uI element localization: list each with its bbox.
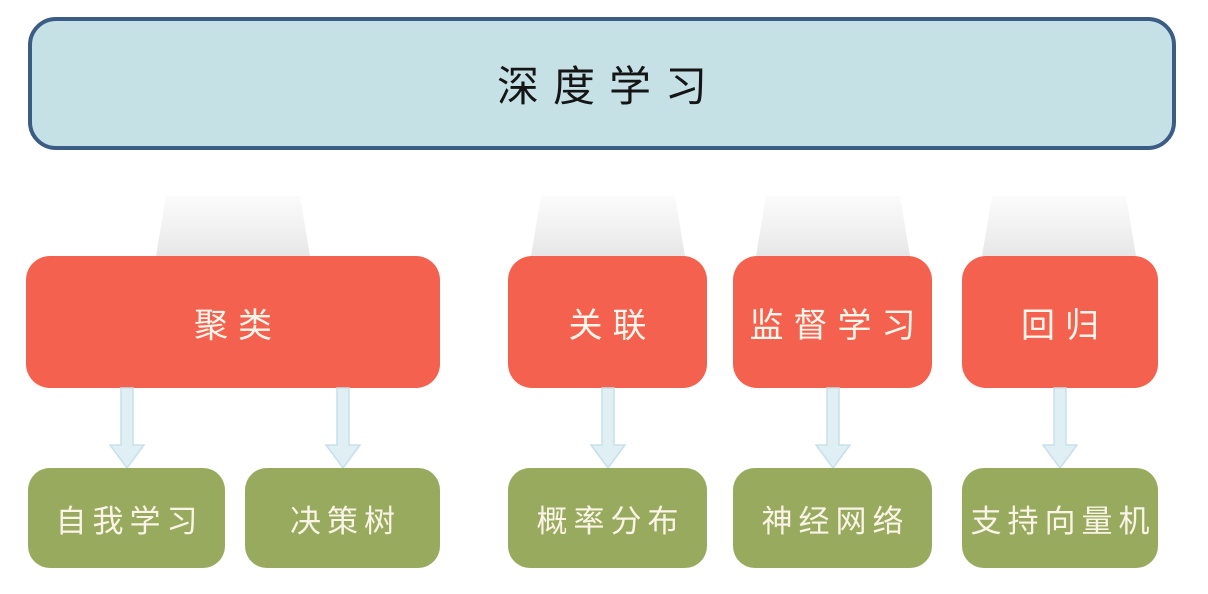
down-arrow-icon [814,387,852,469]
funnel-connector [156,196,310,256]
leaf-label: 支持向量机 [970,503,1156,540]
leaf-label: 神经网络 [761,503,910,540]
leaf-label: 概率分布 [536,503,685,540]
down-arrow-icon [108,387,146,469]
leaf-label: 决策树 [290,503,401,540]
category-node-clustering: 聚类 [26,256,440,388]
leaf-node-self-learning: 自我学习 [28,468,225,568]
category-label: 关联 [568,305,657,346]
category-node-supervised-learning: 监督学习 [733,256,932,388]
leaf-node-neural-network: 神经网络 [733,468,932,568]
category-node-regression: 回归 [962,256,1158,388]
diagram-title-node: 深度学习 [28,17,1176,150]
category-label: 回归 [1021,305,1109,346]
category-node-association: 关联 [508,256,707,388]
leaf-node-probability-distribution: 概率分布 [508,468,707,568]
down-arrow-icon [1041,387,1079,469]
down-arrow-icon [324,387,362,469]
down-arrow-icon [589,387,627,469]
diagram-title-label: 深度学习 [496,62,721,111]
category-label: 监督学习 [749,305,926,346]
leaf-label: 自我学习 [55,503,204,540]
leaf-node-decision-tree: 决策树 [245,468,440,568]
leaf-node-support-vector-machine: 支持向量机 [962,468,1158,568]
funnel-connector [756,196,910,256]
category-label: 聚类 [194,305,282,346]
funnel-connector [531,196,685,256]
funnel-connector [982,196,1136,256]
